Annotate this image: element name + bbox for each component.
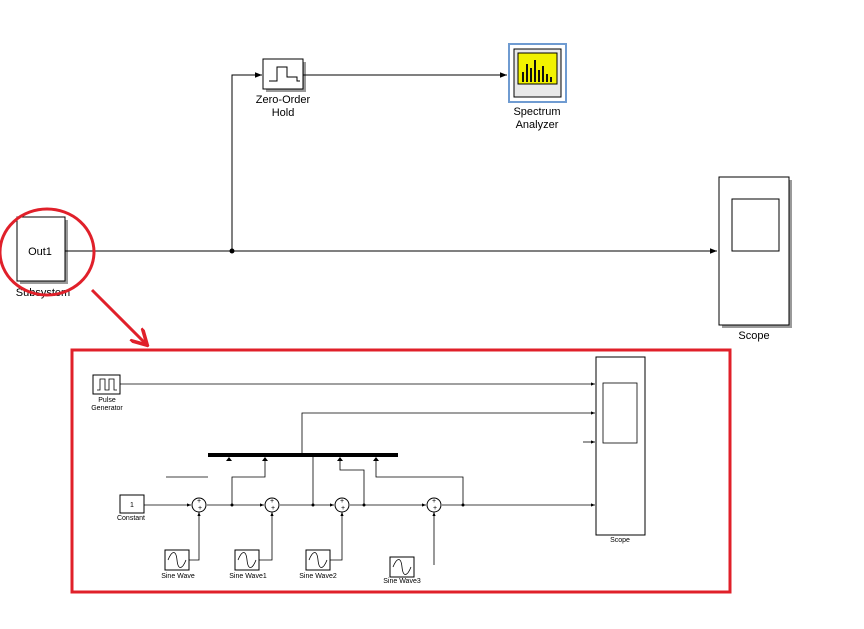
sine-line-2[interactable]: [330, 512, 344, 561]
svg-text:+: +: [271, 505, 275, 512]
sine-icon: [237, 552, 257, 568]
constant-block[interactable]: 1 Constant: [117, 494, 145, 522]
step-icon: [269, 66, 300, 82]
pulse-generator-block[interactable]: Pulse Generator: [91, 374, 123, 412]
zoh-label-line1: Zero-Order: [256, 94, 311, 106]
annotation-overlay: [0, 207, 732, 594]
main-model: Out1 Subsystem Zero-Order Hold: [16, 43, 792, 342]
subsystem-detail: Pulse Generator Scope 1: [91, 356, 646, 585]
sine-icon: [167, 552, 187, 568]
sine-wave-label: Sine Wave1: [229, 573, 267, 580]
zoom-arrow: [90, 288, 146, 344]
scope-screen-icon: [731, 198, 780, 252]
spectrum-label-line2: Analyzer: [516, 119, 559, 131]
bus-line-1[interactable]: [231, 461, 266, 505]
detail-scope-label: Scope: [610, 537, 630, 544]
scope-block[interactable]: Scope: [718, 176, 792, 342]
detail-scope-screen-icon: [602, 382, 638, 444]
constant-value: 1: [130, 502, 134, 509]
sine-line-0[interactable]: [189, 512, 201, 561]
subsystem-label: Subsystem: [16, 287, 70, 299]
svg-text:+: +: [340, 498, 344, 505]
detail-scope-block[interactable]: Scope: [595, 356, 646, 544]
constant-label: Constant: [117, 515, 145, 522]
sine-icon: [308, 552, 328, 568]
sine-wave-label: Sine Wave: [161, 573, 195, 580]
bus-creator-bar[interactable]: [208, 453, 398, 457]
subsystem-port-label: Out1: [28, 246, 52, 258]
svg-text:+: +: [433, 505, 437, 512]
svg-text:+: +: [270, 498, 274, 505]
sum-block-1[interactable]: + +: [191, 497, 207, 513]
bus-line-4[interactable]: [375, 461, 464, 505]
subsystem-block[interactable]: Out1 Subsystem: [16, 216, 70, 299]
svg-text:+: +: [341, 505, 345, 512]
zero-order-hold-block[interactable]: Zero-Order Hold: [256, 58, 311, 119]
sine-wave-label: Sine Wave3: [383, 578, 421, 585]
bus-signal-line[interactable]: [301, 411, 595, 455]
zoh-label-line2: Hold: [272, 107, 295, 119]
bus-line-3[interactable]: [339, 461, 365, 505]
pulse-icon: [97, 378, 117, 391]
sine-wave-block-3[interactable]: Sine Wave3: [383, 556, 421, 585]
sine-wave-block-2[interactable]: Sine Wave2: [299, 549, 337, 580]
sine-wave-block-0[interactable]: Sine Wave: [161, 549, 195, 580]
svg-text:+: +: [432, 498, 436, 505]
sine-icon: [392, 559, 412, 575]
sum-block-3[interactable]: + +: [334, 497, 350, 513]
signal-line-to-zoh[interactable]: [231, 72, 262, 251]
pulse-label-line1: Pulse: [98, 397, 116, 404]
sum-block-4[interactable]: + +: [426, 497, 442, 513]
subsystem-detail-frame: [70, 348, 732, 594]
pulse-label-line2: Generator: [91, 405, 123, 412]
sum-block-2[interactable]: + +: [264, 497, 280, 513]
scope-label: Scope: [738, 330, 769, 342]
highlight-circle: [0, 207, 96, 297]
junction-dots: [230, 503, 465, 507]
sine-wave-block-1[interactable]: Sine Wave1: [229, 549, 267, 580]
sine-line-1[interactable]: [259, 512, 274, 561]
spectrum-analyzer-block[interactable]: Spectrum Analyzer: [508, 43, 567, 131]
svg-text:+: +: [198, 505, 202, 512]
spectrum-label-line1: Spectrum: [513, 106, 560, 118]
sine-wave-label: Sine Wave2: [299, 573, 337, 580]
spectrum-bars-icon: [522, 60, 552, 82]
svg-text:+: +: [197, 498, 201, 505]
bus-input-arrows: [226, 457, 379, 461]
